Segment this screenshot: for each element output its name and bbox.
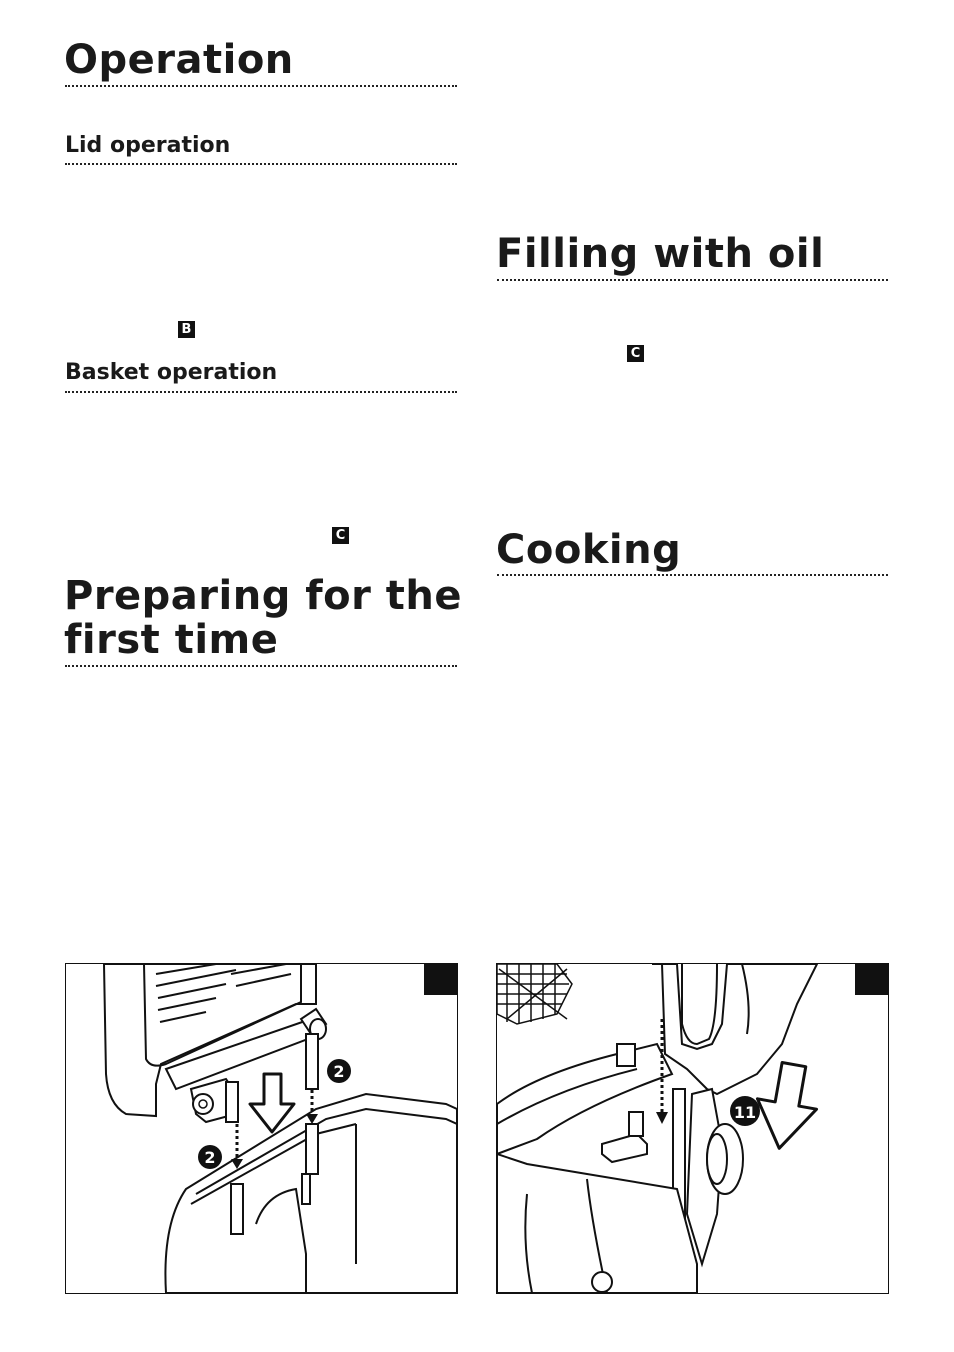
basket-figure-badge: C bbox=[332, 527, 349, 544]
basket-assembly-illustration: 11 bbox=[497, 964, 819, 1293]
callout-2-top: 2 bbox=[333, 1062, 344, 1081]
filling-heading: Filling with oil bbox=[496, 231, 825, 277]
basket-operation-heading: Basket operation bbox=[65, 360, 278, 385]
preparing-heading-line2: first time bbox=[64, 617, 279, 663]
preparing-heading-line1: Preparing for the bbox=[64, 573, 463, 619]
lid-operation-heading: Lid operation bbox=[65, 133, 231, 158]
figure-corner-tab bbox=[855, 964, 888, 995]
operation-rule bbox=[65, 85, 457, 87]
figure-lid-assembly: 2 2 bbox=[65, 963, 458, 1294]
filling-figure-badge: C bbox=[627, 345, 644, 362]
basket-operation-rule bbox=[65, 391, 457, 393]
operation-heading: Operation bbox=[64, 37, 294, 83]
lid-figure-badge: B bbox=[178, 321, 195, 338]
callout-11: 11 bbox=[734, 1103, 756, 1122]
lid-assembly-illustration: 2 2 bbox=[102, 964, 457, 1293]
figure-corner-tab bbox=[424, 964, 457, 995]
cooking-heading: Cooking bbox=[496, 527, 682, 573]
figure-basket-assembly: 11 bbox=[496, 963, 889, 1294]
callout-2-bottom: 2 bbox=[204, 1148, 215, 1167]
cooking-rule bbox=[497, 574, 888, 576]
lid-operation-rule bbox=[65, 163, 457, 165]
filling-rule bbox=[497, 279, 888, 281]
preparing-rule bbox=[65, 665, 457, 667]
